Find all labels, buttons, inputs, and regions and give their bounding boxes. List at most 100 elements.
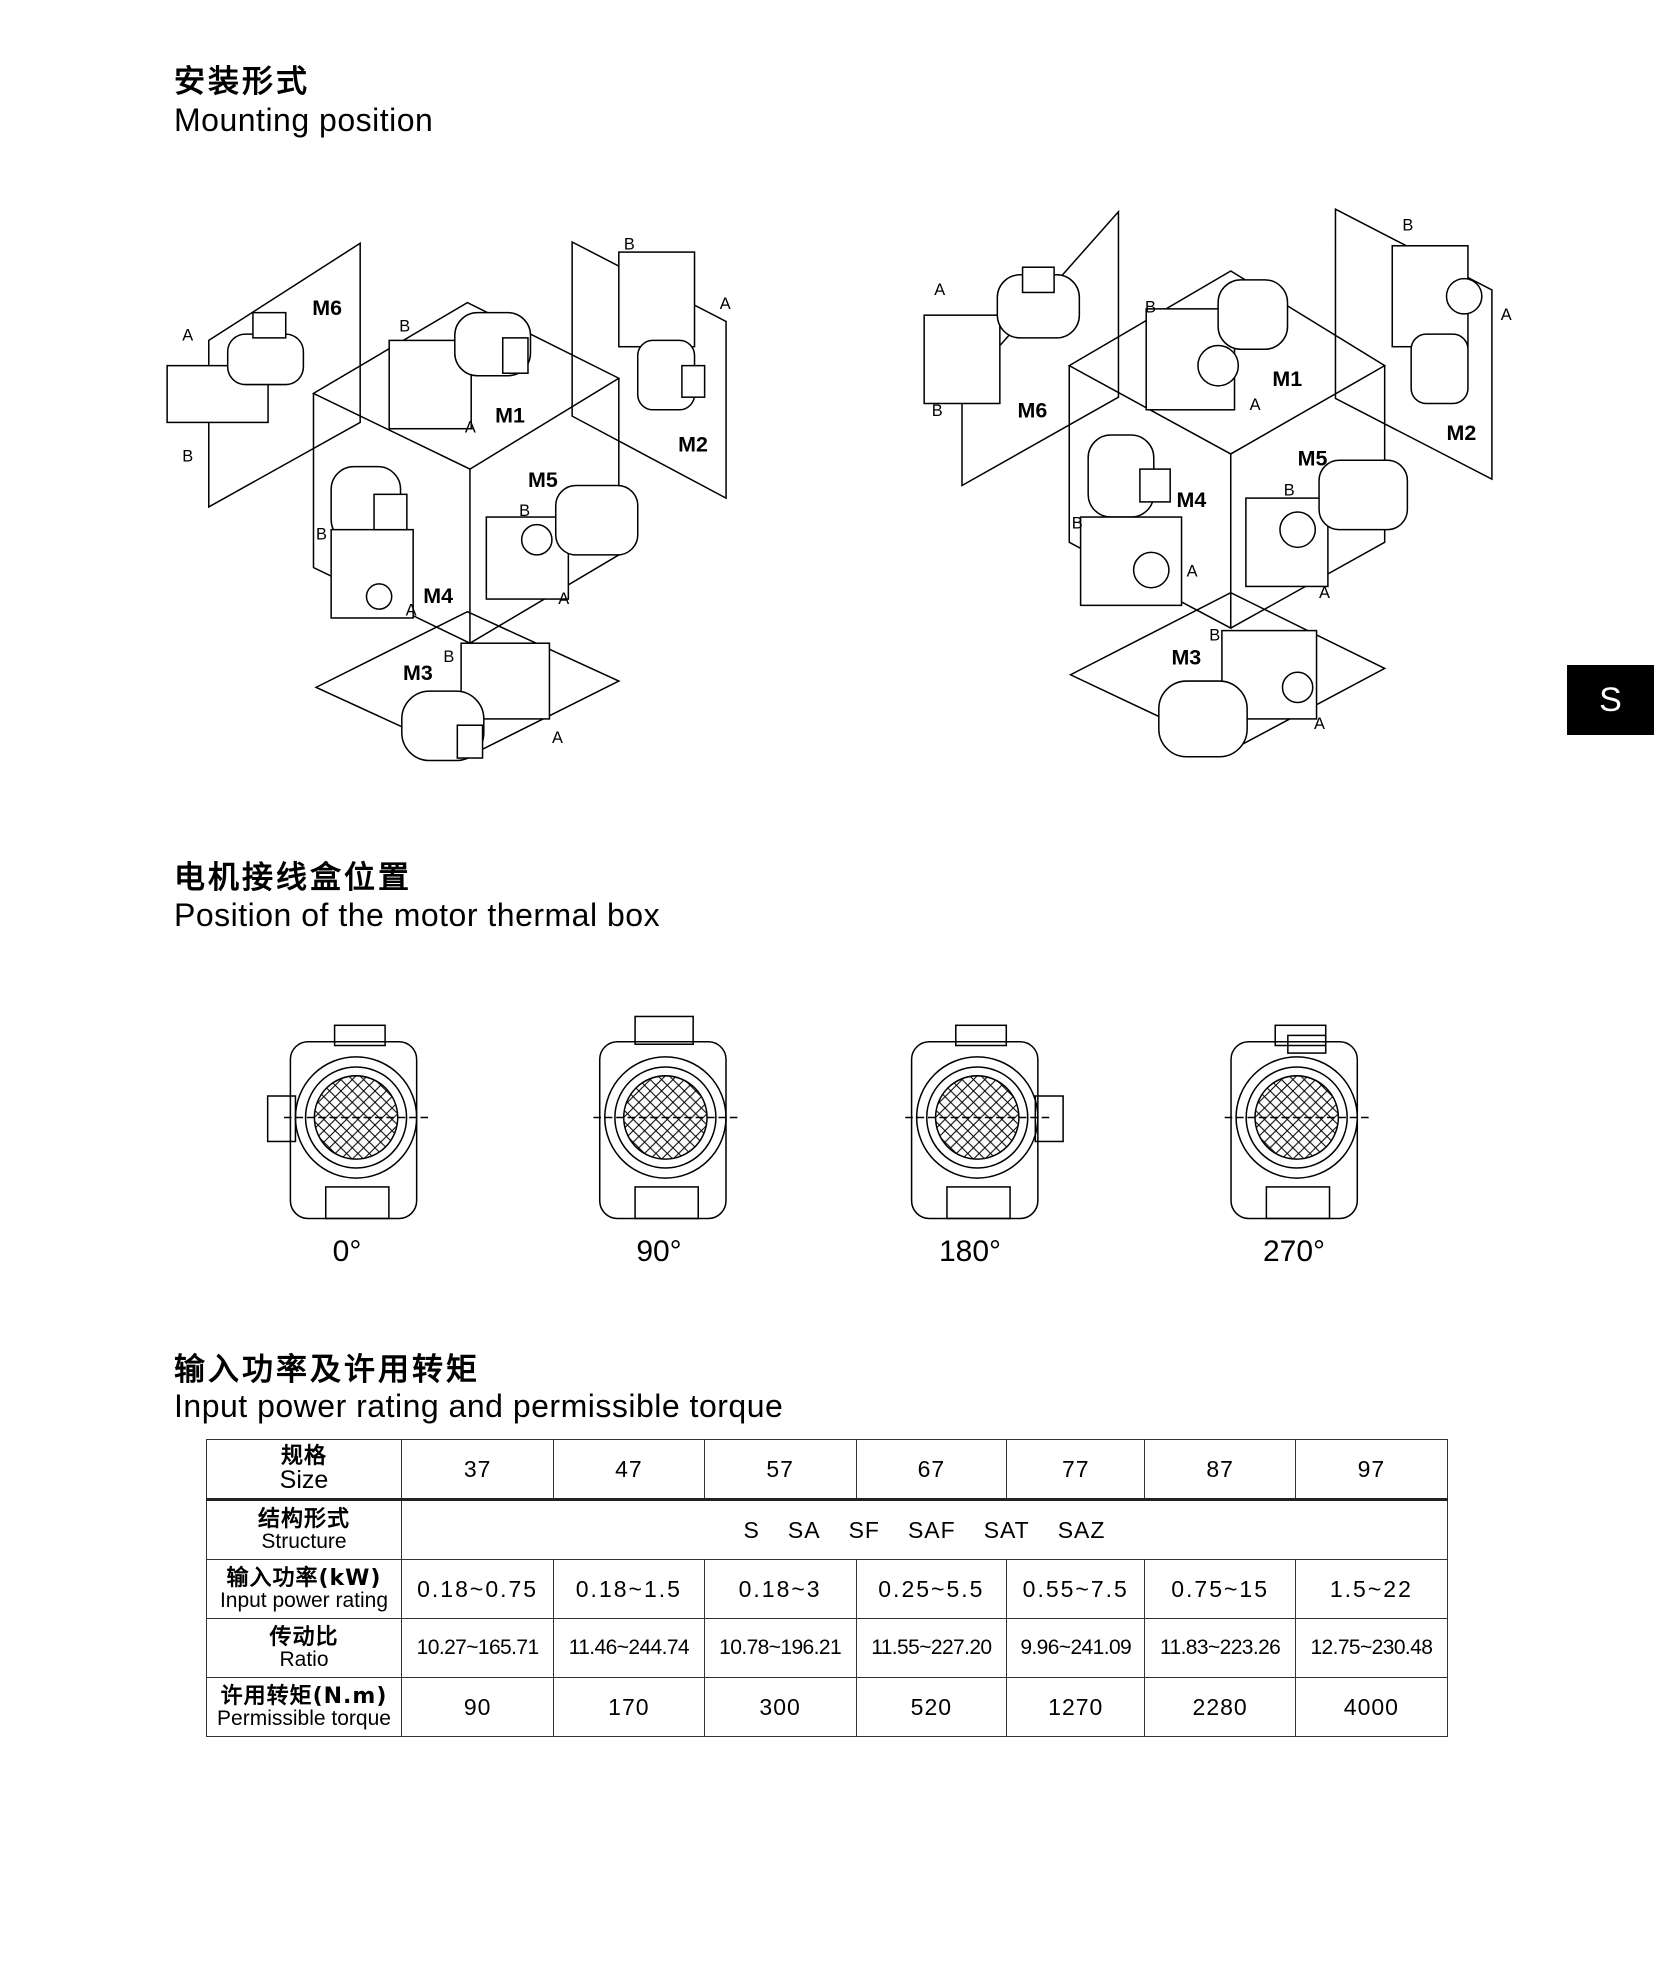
label: 传动比	[269, 1624, 339, 1650]
table-cell: 10.27~165.71	[400, 1618, 555, 1678]
label: A	[406, 601, 417, 619]
label: B	[624, 236, 635, 254]
label: B	[1402, 217, 1413, 235]
table-cell: 57	[703, 1439, 857, 1501]
label: A	[720, 295, 731, 313]
label: SF	[848, 1516, 880, 1543]
label-m2: M2	[1446, 421, 1476, 445]
thermal-box-diagrams	[266, 1015, 1370, 1220]
table-cell: 0.75~15	[1144, 1559, 1296, 1619]
label: B	[443, 648, 454, 666]
label: 输入功率(kW)	[226, 1565, 382, 1591]
label: B	[399, 318, 410, 336]
label-m5: M5	[1298, 446, 1328, 470]
label: B	[519, 502, 530, 520]
label-m5: M5	[528, 468, 558, 492]
table-cell: 47	[553, 1439, 705, 1501]
table-cell: 1270	[1005, 1677, 1146, 1737]
thermal-box-0deg	[266, 1024, 430, 1220]
section-title-zh: 安装形式	[174, 64, 310, 100]
table-cell: 11.55~227.20	[855, 1618, 1008, 1678]
mounting-position-diagram: M6 M1 M2 M5 M4 M3 A B B A B A B A B A B A	[166, 207, 1512, 762]
table-cell: 67	[855, 1439, 1008, 1501]
angle-label: 90°	[636, 1235, 682, 1268]
label: SAT	[983, 1516, 1030, 1543]
label: A	[934, 281, 945, 299]
angle-label: 270°	[1262, 1235, 1326, 1268]
thermal-box-270deg	[1224, 1024, 1370, 1220]
label: B	[316, 526, 327, 544]
table-cell: 37	[400, 1439, 555, 1501]
table-cell: 97	[1294, 1439, 1449, 1501]
section-title-zh: 电机接线盒位置	[174, 860, 412, 896]
label: S	[743, 1516, 760, 1543]
angle-label: 0°	[332, 1235, 362, 1268]
table-cell: 87	[1144, 1439, 1296, 1501]
table-cell: 170	[553, 1677, 705, 1737]
label: B	[1145, 299, 1156, 317]
label: B	[1284, 482, 1295, 500]
label: Permissible torque	[217, 1706, 391, 1730]
label: 许用转矩(N.m)	[220, 1683, 388, 1709]
table-cell: 90	[400, 1677, 555, 1737]
table-cell: 11.83~223.26	[1144, 1618, 1296, 1678]
section-title-zh: 输入功率及许用转矩	[174, 1352, 480, 1388]
table-cell: 2280	[1144, 1677, 1296, 1737]
table-cell: 9.96~241.09	[1005, 1618, 1146, 1678]
label-m4: M4	[1176, 488, 1206, 512]
label: B	[1209, 627, 1220, 645]
thermal-box-90deg	[593, 1015, 739, 1220]
section-title-en: Position of the motor thermal box	[174, 897, 661, 933]
label: B	[182, 448, 193, 466]
table-cell: 0.18~3	[703, 1559, 857, 1619]
table-cell: 0.25~5.5	[855, 1559, 1008, 1619]
label: A	[552, 729, 563, 747]
left-cube-diagram: M6 M1 M2 M5 M4 M3 AB BA BA BA BA BA	[166, 236, 731, 762]
label: 结构形式	[257, 1506, 350, 1532]
thermal-box-180deg	[905, 1024, 1064, 1220]
label: A	[465, 419, 476, 437]
label: B	[932, 402, 943, 420]
angle-label: 180°	[938, 1235, 1002, 1268]
label: A	[1319, 584, 1330, 602]
label: A	[1187, 562, 1198, 580]
label: A	[1501, 306, 1512, 324]
label: SAZ	[1057, 1516, 1106, 1543]
label: Size	[279, 1465, 329, 1494]
label: A	[1314, 715, 1325, 733]
label-m4: M4	[423, 584, 453, 608]
table-cell: 12.75~230.48	[1294, 1618, 1449, 1678]
label-m1: M1	[1272, 367, 1302, 391]
label-m6: M6	[312, 296, 342, 320]
table-cell: 4000	[1294, 1677, 1449, 1737]
table-cell: 11.46~244.74	[553, 1618, 705, 1678]
label-m2: M2	[678, 432, 708, 456]
label: A	[1250, 396, 1261, 414]
table-cell: 10.78~196.21	[703, 1618, 857, 1678]
label: A	[182, 326, 193, 344]
label: B	[1072, 514, 1083, 532]
section-title-en: Input power rating and permissible torqu…	[174, 1388, 784, 1424]
section-title-en: Mounting position	[174, 102, 434, 138]
table-cell: 77	[1005, 1439, 1146, 1501]
table-cell: 0.55~7.5	[1005, 1559, 1146, 1619]
right-cube-diagram: M6 M1 M2 M5 M4 M3 A B B A B A B A B A B A	[923, 207, 1512, 758]
label: SA	[787, 1516, 821, 1543]
table-cell: 1.5~22	[1294, 1559, 1449, 1619]
label-m1: M1	[495, 403, 525, 427]
label-m3: M3	[1171, 646, 1201, 670]
table-cell: 0.18~1.5	[553, 1559, 705, 1619]
table-cell: 520	[855, 1677, 1008, 1737]
label: Input power rating	[219, 1588, 389, 1612]
section-tab: S	[1567, 665, 1654, 735]
label: SAF	[907, 1516, 956, 1543]
label-m3: M3	[403, 661, 433, 685]
label: Ratio	[279, 1647, 329, 1671]
label-m6: M6	[1018, 398, 1048, 422]
label: 规格	[280, 1443, 327, 1469]
